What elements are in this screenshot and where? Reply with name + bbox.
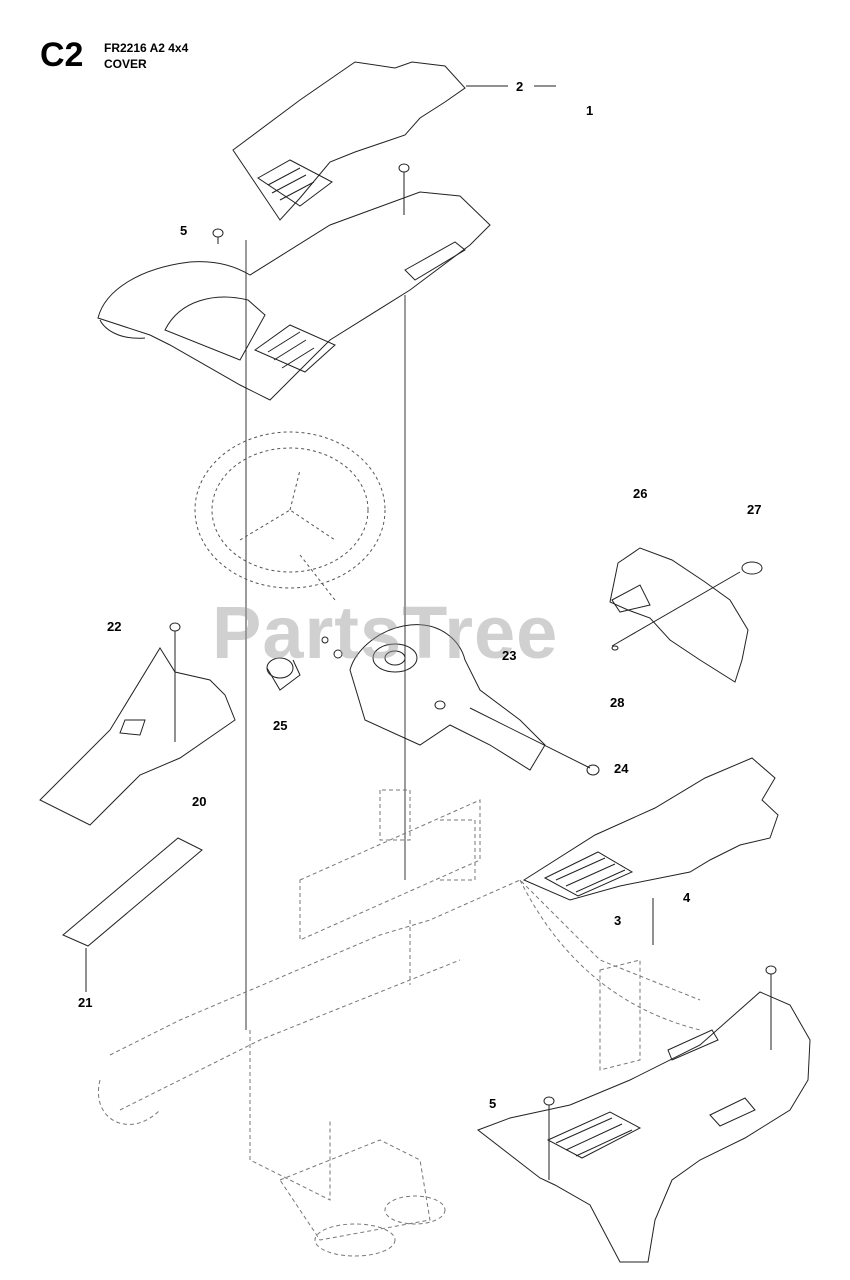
- callout-5: 5: [180, 223, 188, 238]
- fastener-screw: [398, 163, 410, 215]
- fastener-screw: [212, 228, 224, 244]
- fastener-screw-22: [169, 622, 181, 742]
- fastener-clip-27: [741, 561, 763, 575]
- part-25-bushing: [266, 636, 343, 691]
- part-26-side-shroud: [609, 547, 749, 683]
- callout-27: 27: [747, 502, 762, 517]
- fastener-screw-5c: [765, 965, 777, 1050]
- section-title: COVER: [104, 57, 147, 71]
- callout-4: 4: [683, 890, 691, 905]
- part-4-cover-plate: [522, 757, 779, 901]
- fastener-28: [611, 645, 619, 651]
- callout-28: 28: [610, 695, 625, 710]
- callout-3: 3: [614, 913, 622, 928]
- part-5-lower-fender: [476, 991, 811, 1263]
- callout-25: 25: [273, 718, 288, 733]
- callout-23: 23: [502, 648, 517, 663]
- fastener-screw-5b: [543, 1096, 555, 1180]
- part-5-upper-fender: [97, 191, 491, 401]
- part-21-strip: [62, 837, 203, 947]
- fastener-screw-24: [586, 764, 600, 776]
- callout-24: 24: [614, 761, 629, 776]
- callout-22: 22: [107, 619, 122, 634]
- callout-20: 20: [192, 794, 207, 809]
- leader-24: [469, 707, 591, 769]
- callout-2: 2: [516, 79, 524, 94]
- leader-27: [611, 571, 741, 647]
- callout-1: 1: [586, 103, 594, 118]
- section-code: C2: [40, 36, 84, 74]
- callout-21: 21: [78, 995, 93, 1010]
- frame-reference: [98, 789, 701, 1257]
- part-1-cover-plate: [232, 61, 466, 221]
- callout-5-lower: 5: [489, 1096, 497, 1111]
- part-22-side-panel: [39, 647, 236, 826]
- watermark: PartsTree: [212, 591, 559, 674]
- callout-26: 26: [633, 486, 648, 501]
- part-23-steering-console: [349, 624, 546, 771]
- steering-wheel-reference: [194, 431, 386, 601]
- model-number: FR2216 A2 4x4: [104, 41, 189, 55]
